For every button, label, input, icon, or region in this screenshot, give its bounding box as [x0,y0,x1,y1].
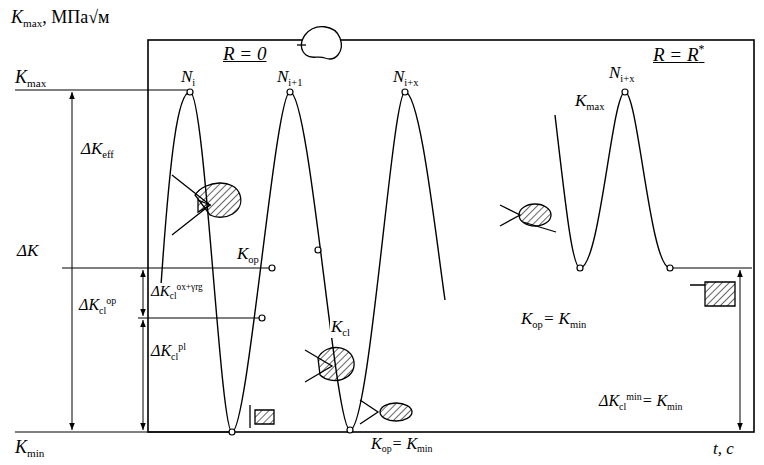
symbol-text: N [393,67,404,86]
level-label: Kmax [14,68,47,89]
crack-icons [172,27,735,428]
symbol-text: K [331,317,342,336]
kop-level-line [62,268,272,269]
range-label: ΔKeff [80,140,115,160]
index-text: max [27,77,46,89]
index-text: eff [102,149,114,160]
range-label: ΔKclox+γrg [150,283,204,302]
symbol-text: ΔK [17,241,38,260]
symbol-text: ΔK [79,296,99,313]
series-title: R = R* [652,44,705,64]
index-text: op [248,254,259,265]
index-text: i+1 [288,77,302,88]
symbol-text: R = R [653,44,699,65]
kmin-level-line [672,268,752,269]
index-text: i [192,77,195,88]
index-text: pl [178,341,186,352]
symbol-text: = K [392,435,417,452]
index-text: * [699,43,705,56]
level-label: Kmax [574,92,605,112]
level-label: Kop [236,245,260,265]
symbol-text: = K [543,309,570,328]
range-label: ΔKclop [78,296,117,316]
index-text: max [23,17,42,29]
cycle-points [187,89,673,435]
index-text: cl [619,401,626,412]
symbol-text: N [609,63,620,82]
index-text: max [586,101,604,112]
symbol-text: K [237,244,248,263]
index-text: min [27,447,44,459]
symbol-text: K [521,309,532,328]
symbol-text: = K [642,392,667,409]
symbol-text: ΔK [151,342,171,359]
kmin-dimension [740,270,741,430]
axis-label: t, c [712,440,735,457]
symbol-text: N [277,67,288,86]
symbol-text: ΔK [81,139,102,158]
cycle-label: Ni+x [608,64,635,84]
symbol-text: K [11,7,23,27]
level-label: Kop= Kmin [370,436,433,454]
index-text: min [417,443,432,454]
axis-label: Kmax, МПа√м [10,8,111,29]
kmin-line [15,432,232,433]
series-title: R = 0 [222,44,267,63]
index-text: cl [99,305,106,316]
index-text: op [532,319,543,330]
symbol-text: K [371,435,382,452]
range-label: ΔKclmin= Kmin [598,392,684,412]
symbol-text: t, c [713,439,734,458]
delta-k-dimension [72,92,73,430]
index-text: cl [171,351,178,362]
index-text: i+x [404,77,418,88]
symbol-text: K [15,437,27,457]
symbol-text: N [181,67,192,86]
index-text: ox+γrg [177,282,203,292]
index-text: op [106,295,116,306]
cycle-label: Ni+x [392,68,419,88]
index-text: cl [170,291,177,301]
symbol-text: ΔK [151,283,170,299]
load-cycle-rstar [555,92,670,268]
level-label: Kcl [330,318,351,338]
kcl-level-line [138,318,262,319]
cycle-label: Ni+1 [276,68,303,88]
kmax-line [15,90,190,91]
index-text: min [626,391,641,402]
level-label: Kmin [14,438,45,459]
ox-dimension [143,270,144,316]
load-cycles-r0 [160,92,445,432]
range-label: ΔK [16,242,39,259]
symbol-text: K [575,91,586,110]
symbol-text: K [15,67,27,87]
index-text: i+x [620,73,634,84]
cycle-label: Ni [180,68,196,88]
plot-frame [148,40,754,432]
index-text: op [382,443,392,454]
symbol-text: ΔK [599,392,619,409]
range-label: ΔKclpl [150,342,187,362]
pl-dimension [143,320,144,430]
index-text: cl [342,327,350,338]
symbol-text: , МПа√м [42,7,109,27]
index-text: min [570,319,586,330]
index-text: min [667,401,682,412]
symbol-text: R = 0 [223,43,266,64]
level-label: Kop= Kmin [520,310,587,330]
